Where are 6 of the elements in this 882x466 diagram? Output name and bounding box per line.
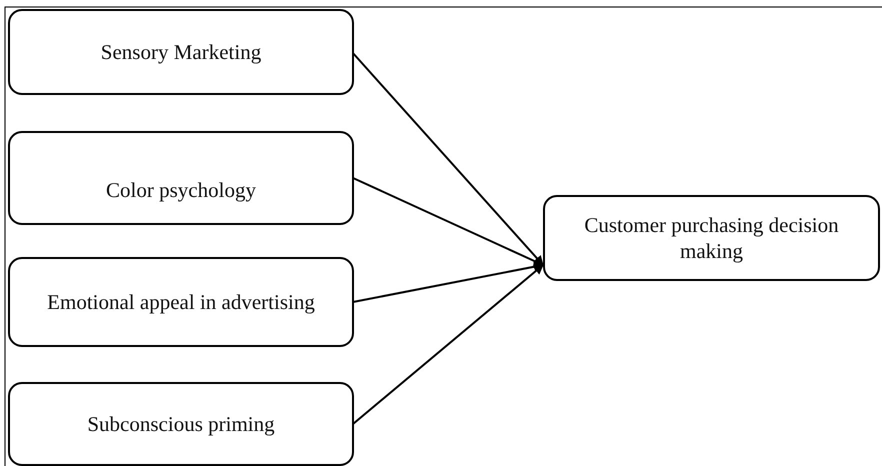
factor-box: Sensory Marketing xyxy=(8,9,354,95)
factor-box: Subconscious priming xyxy=(8,382,354,466)
outcome-box: Customer purchasing decision making xyxy=(543,195,880,281)
factor-box: Color psychology xyxy=(8,131,354,225)
factor-box: Emotional appeal in advertising xyxy=(8,257,354,347)
arrow xyxy=(352,264,544,425)
